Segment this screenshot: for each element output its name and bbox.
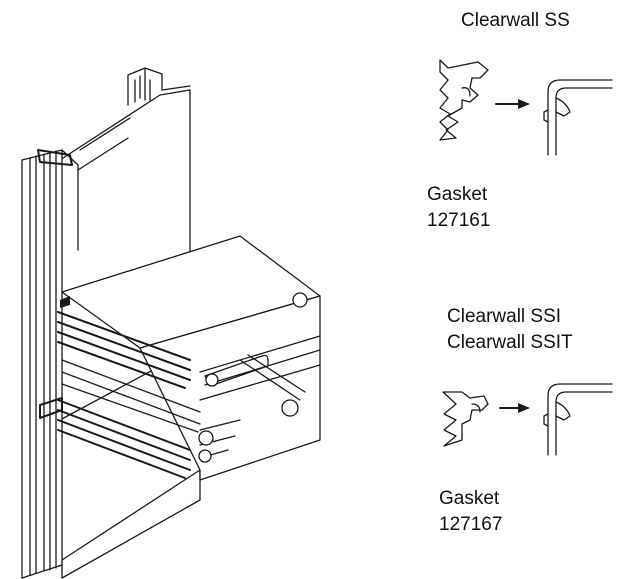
gasket-127167-label: Gasket [439,488,500,509]
clearwall-ssi-title: Clearwall SSI [447,306,562,327]
clearwall-ssit-title: Clearwall SSIT [447,332,573,353]
gasket-127167-number: 127167 [439,514,503,535]
gasket-127161-number: 127161 [427,210,491,231]
clearwall-ss-title: Clearwall SS [461,10,570,31]
gasket-127161-label: Gasket [427,184,488,205]
transom-profile [61,235,321,481]
transom-gasket-ribs [39,296,201,479]
front-mullion-profile [21,149,201,579]
